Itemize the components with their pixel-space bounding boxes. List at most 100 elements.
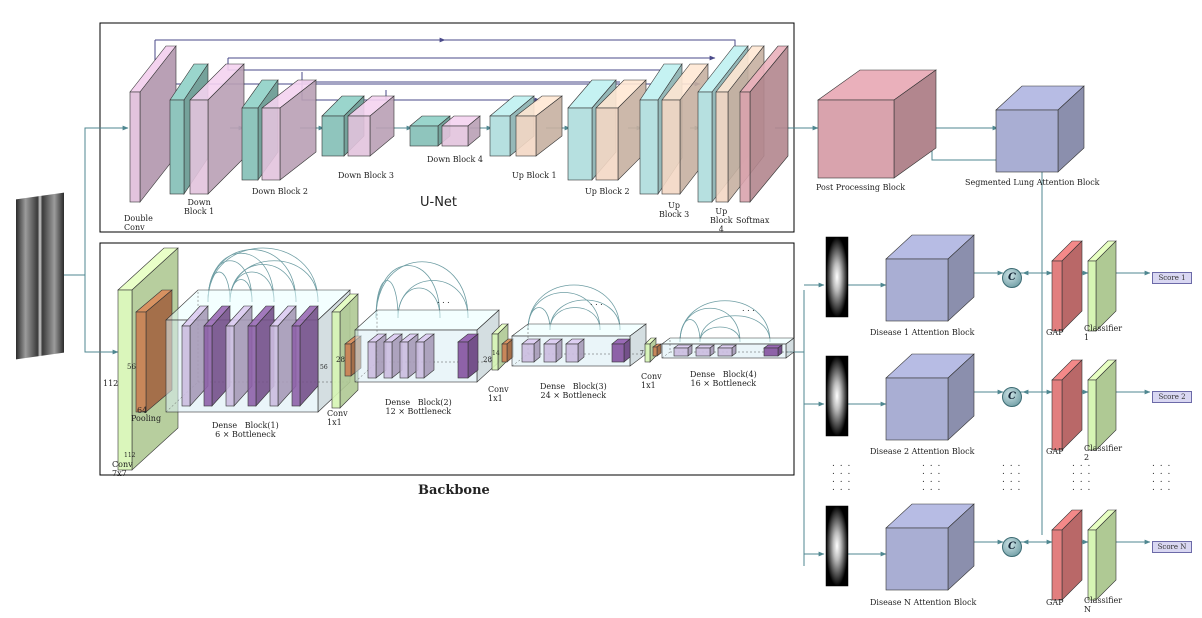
unet-down4-b [441,115,481,147]
vertical-dots-4: . . . . . . . . . . . . [1072,459,1092,493]
label-down-block-2: Down Block 2 [252,187,308,196]
dense1-bottleneck-3 [225,305,253,407]
dense3-bottleneck-1 [521,338,541,363]
segmented-lung-attention-block [995,85,1085,173]
label-double-conv: Double Conv [124,214,153,232]
label-dense-block-4: Dense Block(4) 16 × Bottleneck [690,370,757,388]
dense1-bottleneck-2 [203,305,231,407]
dense3-bottleneck-2 [543,338,563,363]
label-dense-block-1: Dense Block(1) 6 × Bottleneck [212,421,279,439]
dense2-arc-2 [375,261,469,319]
dense4b-arc-1 [699,315,771,343]
dense2-bottleneck-2 [383,333,403,379]
gap-layer-1 [1051,240,1083,332]
label-pooling: Pooling [131,414,162,423]
dense4-bottleneck-3 [717,344,737,357]
ellipsis-dense-4: . . . [742,304,755,313]
label-dim-14: 14 [492,350,500,357]
label-dim-56b: 56 [320,364,328,371]
disease-attention-block-3 [885,503,975,591]
dense1-bottleneck-5 [269,305,297,407]
gap-layer-3 [1051,509,1083,601]
label-conv7x7: Conv 7x7 [112,460,133,478]
concat-symbol-2: C [1002,387,1022,407]
dense3b-arc-1 [549,299,621,331]
heatmap-3 [825,505,849,587]
classifier-layer-1 [1087,240,1117,332]
label-gap-1: GAP [1046,328,1064,337]
concat-symbol-n: C [1002,537,1022,557]
arrow-aux [931,150,996,161]
concat-symbol-1: C [1002,268,1022,288]
label-classifier-n: Classifier N [1084,596,1123,614]
dense1-bottleneck-6 [291,305,319,407]
dense3-arc-1 [527,292,601,331]
post-processing-block [817,69,937,179]
ellipsis-dense-2: . . . [437,296,450,305]
transition-pool-3 [652,343,662,357]
label-dim-28: 28 [336,356,345,364]
dense4-bottleneck-2 [695,344,715,357]
label-classifier-2: Classifier 2 [1084,444,1123,462]
label-disease-n-attention: Disease N Attention Block [870,598,977,607]
classifier-layer-3 [1087,509,1117,601]
heatmap-2 [825,355,849,437]
label-up-block-4: Up Block 4 [710,207,733,234]
label-conv1x1-b: Conv 1x1 [488,385,509,403]
label-dense-block-2: Dense Block(2) 12 × Bottleneck [385,398,452,416]
vertical-dots-2: . . . . . . . . . . . . [922,459,942,493]
label-dim-112b: 112 [124,452,136,459]
vertical-dots-1: . . . . . . . . . . . . [832,459,852,493]
label-dim-7: 7 [640,350,644,357]
dense1b-arc-3 [229,260,319,303]
label-dim-112: 112 [103,379,119,388]
unet-title: U-Net [420,195,458,210]
label-segmented-attention: Segmented Lung Attention Block [965,178,1100,187]
unet-double-conv [129,45,177,203]
label-softmax: Softmax [736,216,770,225]
dense2-bottleneck-1 [367,333,387,379]
label-down-block-1: Down Block 1 [184,198,215,216]
dense3-bottleneck-last [611,338,631,363]
arrow-input-to-backbone [84,275,119,355]
label-dense-block-3: Dense Block(3) 24 × Bottleneck [540,382,607,400]
dense2-bottleneck-last [457,333,479,379]
dense3-arc-2 [527,284,621,331]
label-disease-2-attention: Disease 2 Attention Block [870,447,975,456]
dense1-arc-3 [207,249,297,303]
dense1-bottleneck-4 [247,305,275,407]
gap-layer-2 [1051,359,1083,451]
label-classifier-1: Classifier 1 [1084,324,1123,342]
vertical-dots-3: . . . . . . . . . . . . [1002,459,1022,493]
skip-3 [301,72,620,83]
label-up-block-3: Up Block 3 [659,201,690,219]
label-disease-1-attention: Disease 1 Attention Block [870,328,975,337]
pooling-layer [135,289,173,413]
dense2-bottleneck-3 [399,333,419,379]
ellipsis-dense-3: . . . [590,298,603,307]
label-dim-28b: 28 [483,356,492,364]
label-dim-64: 64 [137,406,148,415]
unet-down3-b [347,95,395,157]
label-down-block-3: Down Block 3 [338,171,394,180]
dense2-bottleneck-4 [415,333,435,379]
unet-up2-b [595,79,647,181]
label-post-processing: Post Processing Block [816,183,906,192]
unet-up1-b [515,95,563,157]
heatmap-1 [825,236,849,318]
score-2: Score 2 [1152,391,1192,403]
label-down-block-4: Down Block 4 [427,155,483,164]
label-gap-n: GAP [1046,598,1064,607]
dense2b-arc-1 [397,280,469,319]
dense3-bottleneck-3 [565,338,585,363]
transition-pool-2 [501,338,514,363]
score-n: Score N [1152,541,1192,553]
dense4b-arc-0 [699,326,741,343]
unet-down2-b [261,79,317,181]
backbone-panel [99,242,795,476]
skip-4 [301,82,541,103]
score-1: Score 1 [1152,272,1192,284]
dense1-bottleneck-1 [181,305,209,407]
dense1-arc-4 [207,247,319,303]
